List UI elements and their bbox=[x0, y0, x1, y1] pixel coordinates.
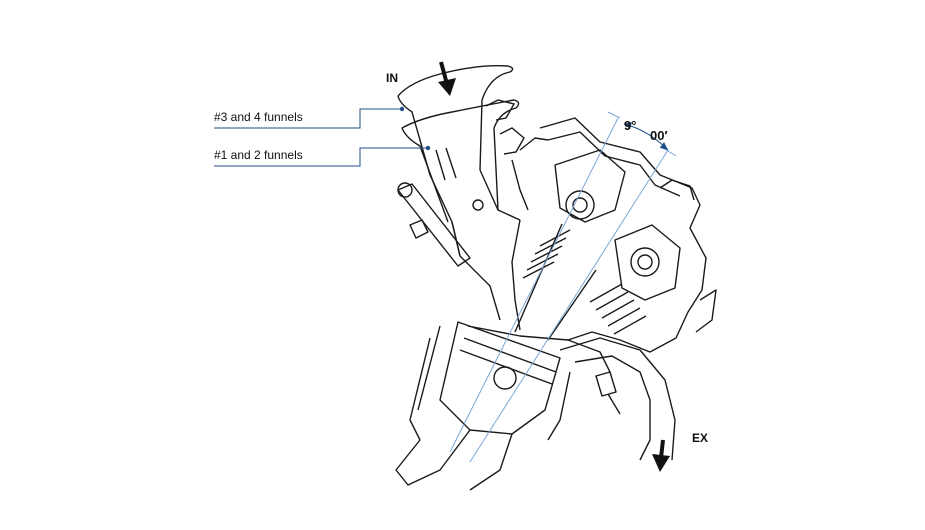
engine-outline bbox=[395, 117, 717, 491]
funnel-34-marker bbox=[399, 106, 405, 112]
angle-degrees-label: 9° bbox=[624, 118, 636, 133]
funnel-12-marker bbox=[425, 145, 431, 151]
exhaust-flow-arrow bbox=[652, 439, 670, 472]
angle-minutes-label: 00′ bbox=[650, 128, 668, 143]
exhaust-label: EX bbox=[692, 431, 708, 445]
intake-funnels bbox=[397, 65, 529, 257]
intake-flow-arrow bbox=[438, 61, 456, 96]
funnels-1-2-label: #1 and 2 funnels bbox=[214, 148, 303, 162]
cylinder-and-valve-centerlines bbox=[449, 111, 677, 463]
funnel-leader-lines bbox=[214, 108, 428, 167]
intake-label: IN bbox=[386, 71, 398, 85]
valve-angle-dimension: 9° 00′ bbox=[623, 118, 669, 151]
funnels-3-4-label: #3 and 4 funnels bbox=[214, 110, 303, 124]
